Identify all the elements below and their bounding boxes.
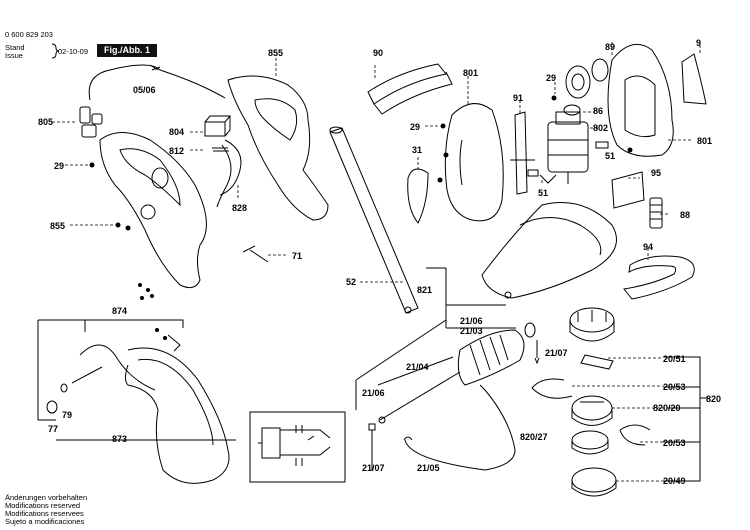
- callout-52: 52: [346, 277, 357, 287]
- callout-821: 821: [417, 285, 433, 295]
- callout-21-07b: 21/07: [362, 463, 385, 473]
- callout-20-53b: 20/53: [663, 438, 686, 448]
- callout-874: 874: [112, 306, 128, 316]
- callout-802: 802: [593, 123, 609, 133]
- callout-21-05: 21/05: [417, 463, 440, 473]
- callout-20-51: 20/51: [663, 354, 686, 364]
- callout-801: 801: [463, 68, 479, 78]
- callout-21-06b: 21/06: [362, 388, 385, 398]
- callout-820-20: 820/20: [653, 403, 681, 413]
- callout-828: 828: [232, 203, 248, 213]
- stand-label: Stand: [5, 43, 25, 52]
- callout-79: 79: [62, 410, 73, 420]
- callout-873: 873: [112, 434, 128, 444]
- callout-855b: 855: [50, 221, 66, 231]
- callout-86: 86: [593, 106, 604, 116]
- footer-line: Modifications reserved: [5, 501, 81, 510]
- callout-21-06: 21/06: [460, 316, 483, 326]
- callout-820: 820: [706, 394, 722, 404]
- callout-88: 88: [680, 210, 691, 220]
- callout-21-04: 21/04: [406, 362, 429, 372]
- callout-29b: 29: [410, 122, 421, 132]
- callout-805: 805: [38, 117, 54, 127]
- callout-89: 89: [605, 42, 616, 52]
- callout-812: 812: [169, 146, 185, 156]
- doc-number: 0 600 829 203: [5, 30, 53, 39]
- figure-label: Fig./Abb. 1: [97, 44, 157, 57]
- callout-91: 91: [513, 93, 524, 103]
- callout-94: 94: [643, 242, 654, 252]
- issue-label: Issue: [5, 51, 23, 60]
- callout-820-27: 820/27: [520, 432, 548, 442]
- callout-51b: 51: [538, 188, 549, 198]
- callout-21-07: 21/07: [545, 348, 568, 358]
- callout-29c: 29: [54, 161, 65, 171]
- callout-29: 29: [546, 73, 557, 83]
- callout-20-53: 20/53: [663, 382, 686, 392]
- callout-21-03: 21/03: [460, 326, 483, 336]
- callout-95: 95: [651, 168, 662, 178]
- callout-05-06: 05/06: [133, 85, 156, 95]
- footer-line: Modifications reservees: [5, 509, 84, 518]
- footer-line: Sujeto a modificaciones: [5, 517, 85, 526]
- issue-date: 02-10-09: [58, 47, 89, 56]
- footer-line: Änderungen vorbehalten: [5, 493, 88, 502]
- callout-9: 9: [696, 38, 702, 48]
- callout-20-49: 20/49: [663, 476, 686, 486]
- callout-31: 31: [412, 145, 423, 155]
- callout-855: 855: [268, 48, 284, 58]
- callout-804: 804: [169, 127, 185, 137]
- callout-77: 77: [48, 424, 59, 434]
- callout-51: 51: [605, 151, 616, 161]
- callout-90: 90: [373, 48, 384, 58]
- callout-71: 71: [292, 251, 303, 261]
- callout-801b: 801: [697, 136, 713, 146]
